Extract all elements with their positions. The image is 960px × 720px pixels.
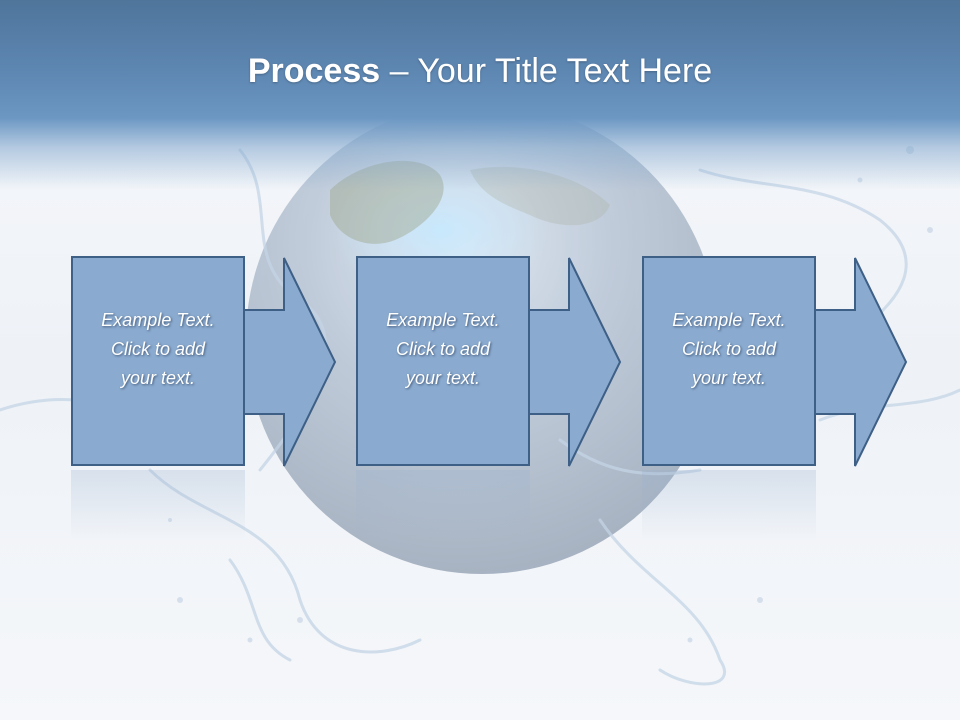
step-arrow-shape — [356, 256, 622, 467]
step-text[interactable]: Example Text. Click to add your text. — [356, 306, 530, 393]
process-step-3[interactable]: Example Text. Click to add your text. — [642, 256, 960, 468]
step-text-line: Example Text. — [672, 310, 786, 330]
step-text-line: your text. — [691, 368, 767, 388]
step-text-line: your text. — [120, 368, 196, 388]
process-step-1[interactable]: Example Text. Click to add your text. — [71, 256, 413, 468]
step-text[interactable]: Example Text. Click to add your text. — [71, 306, 245, 393]
step-text-line: your text. — [405, 368, 481, 388]
step-reflection — [356, 470, 530, 540]
title-bold: Process — [247, 52, 381, 90]
step-reflection — [642, 470, 816, 540]
step-text-line: Click to add — [395, 339, 491, 359]
step-text-line: Click to add — [110, 339, 206, 359]
slide-title[interactable]: Process – Your Title Text Here — [0, 52, 960, 91]
process-step-2[interactable]: Example Text. Click to add your text. — [356, 256, 698, 468]
step-arrow-shape — [71, 256, 337, 467]
step-text-line: Click to add — [681, 339, 777, 359]
step-arrow-shape — [642, 256, 908, 467]
step-text[interactable]: Example Text. Click to add your text. — [642, 306, 816, 393]
step-text-line: Example Text. — [386, 310, 500, 330]
title-bar — [0, 0, 960, 190]
step-text-line: Example Text. — [101, 310, 215, 330]
step-reflection — [71, 470, 245, 540]
title-text: – Your Title Text Here — [380, 52, 713, 90]
